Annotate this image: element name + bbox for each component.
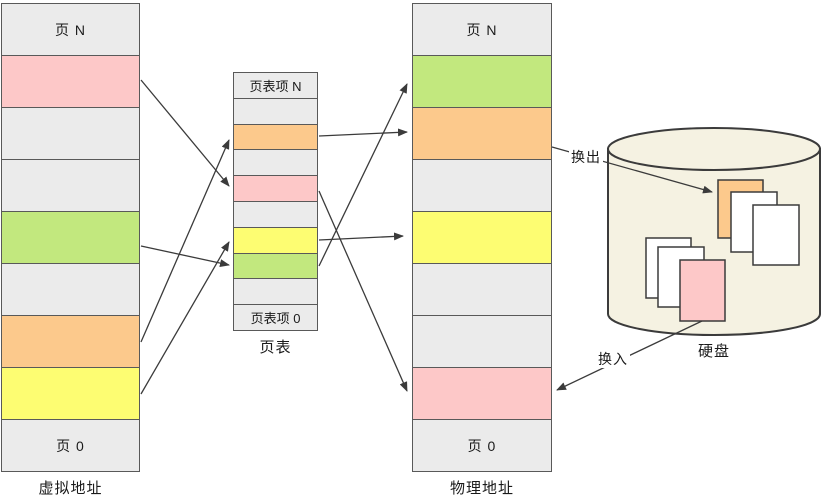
- table-to-physical-arrows: [318, 83, 408, 392]
- table-cell-gray: [234, 279, 317, 306]
- table-cell-yellow: [234, 227, 317, 254]
- disk-page-pink: [679, 259, 726, 322]
- arrow-pte-pink-to-frame: [318, 190, 408, 392]
- hard-disk-label: 硬盘: [697, 343, 730, 360]
- physical-cell-yellow: [413, 212, 551, 264]
- physical-cell-gray: [413, 160, 551, 212]
- table-cell-gray: 页表项 0: [234, 305, 317, 330]
- arrow-pte-green-to-frame: [318, 83, 408, 267]
- disk-page-white: [657, 246, 705, 308]
- virtual-address-label: 虚拟地址: [38, 480, 103, 497]
- virtual-address-column: 页 N 页 0: [1, 3, 140, 472]
- physical-address-column: 页 N 页 0: [412, 3, 552, 472]
- virtual-cell-gray: [2, 264, 139, 316]
- virtual-cell-gray: [2, 160, 139, 212]
- disk-page-white: [752, 204, 800, 266]
- physical-cell-orange: [413, 108, 551, 160]
- arrow-virtual-pink-to-pte: [140, 79, 230, 187]
- virtual-cell-pink: [2, 56, 139, 108]
- table-cell-orange: [234, 124, 317, 151]
- disk-page-white: [645, 237, 692, 299]
- disk-page-orange: [717, 179, 764, 239]
- physical-cell-gray: [413, 316, 551, 368]
- table-cell-gray: [234, 150, 317, 177]
- swap-out-label: 换出: [569, 149, 603, 166]
- hard-disk-cylinder: [607, 127, 821, 336]
- arrow-virtual-green-to-pte: [140, 245, 230, 268]
- swap-in-label: 换入: [596, 351, 630, 368]
- physical-cell-gray: [413, 264, 551, 316]
- page-table-column: 页表项 N 页表项 0: [233, 72, 318, 331]
- virtual-cell-gray: 页 N: [2, 4, 139, 56]
- virtual-cell-yellow: [2, 368, 139, 420]
- virtual-to-table-arrows: [140, 79, 230, 395]
- disk-body: [607, 148, 821, 336]
- table-cell-gray: [234, 201, 317, 228]
- virtual-cell-gray: [2, 108, 139, 160]
- physical-cell-green: [413, 56, 551, 108]
- physical-cell-gray: 页 N: [413, 4, 551, 56]
- arrow-pte-yellow-to-frame: [318, 232, 404, 241]
- virtual-cell-orange: [2, 316, 139, 368]
- physical-cell-gray: 页 0: [413, 420, 551, 471]
- physical-cell-pink: [413, 368, 551, 420]
- virtual-cell-green: [2, 212, 139, 264]
- table-cell-gray: [234, 98, 317, 125]
- physical-address-label: 物理地址: [449, 480, 514, 497]
- table-cell-green: [234, 253, 317, 280]
- disk-page-white: [730, 191, 778, 253]
- arrow-virtual-orange-to-pte: [140, 139, 230, 343]
- page-table-label: 页表: [259, 339, 292, 356]
- disk-top: [607, 127, 821, 171]
- table-cell-gray: 页表项 N: [234, 73, 317, 99]
- arrow-pte-orange-to-frame: [318, 128, 408, 137]
- virtual-cell-gray: 页 0: [2, 420, 139, 471]
- arrow-virtual-yellow-to-pte: [140, 241, 230, 395]
- table-cell-pink: [234, 176, 317, 202]
- disk-pages: [645, 179, 800, 322]
